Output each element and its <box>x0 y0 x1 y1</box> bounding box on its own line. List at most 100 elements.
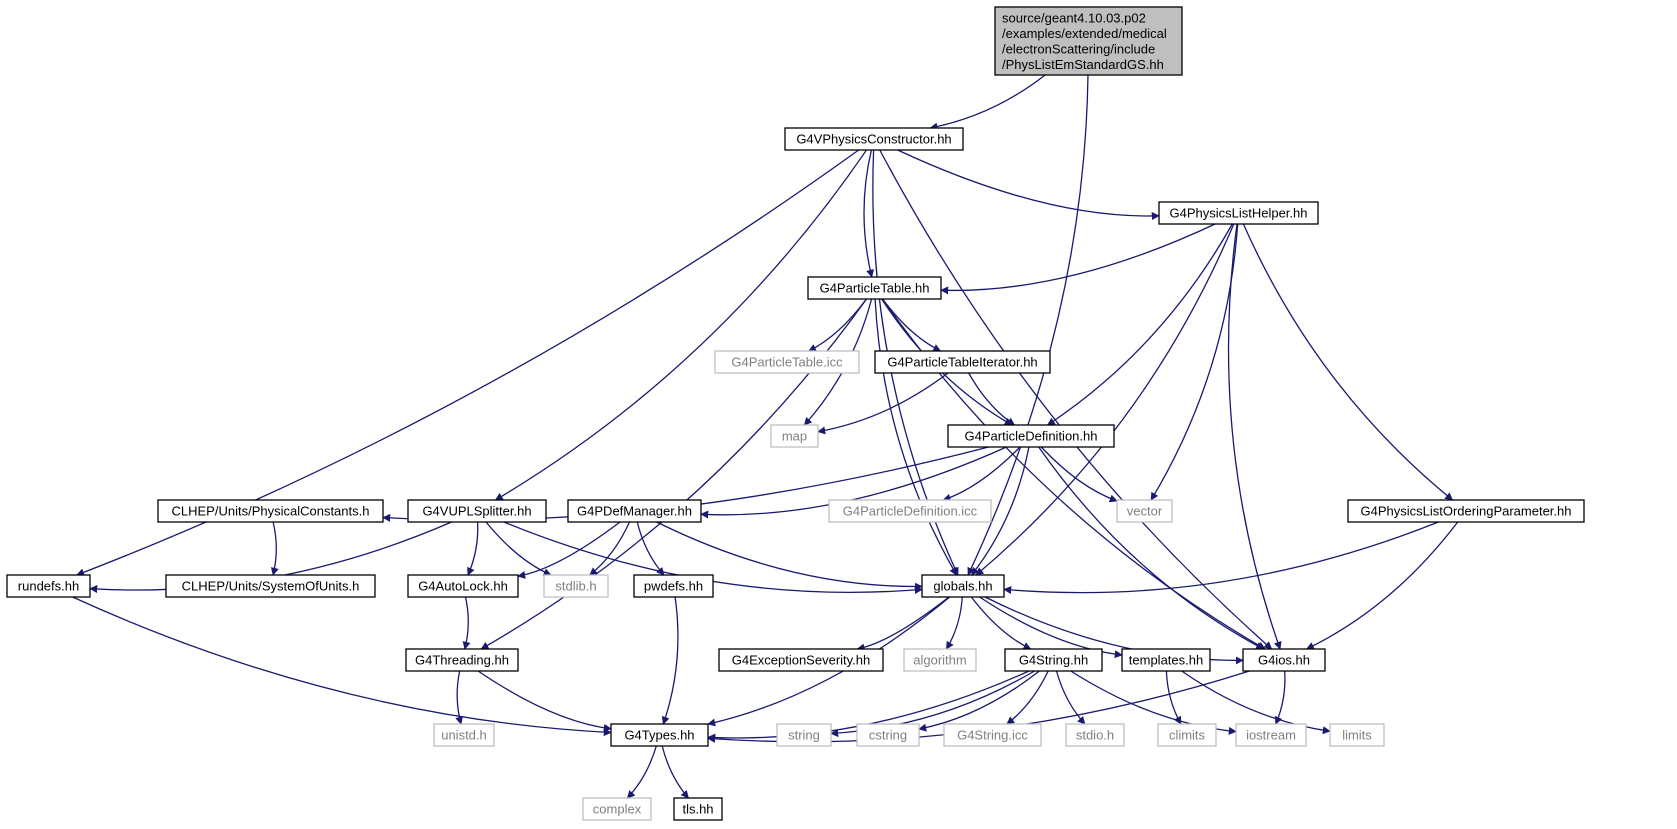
node-box <box>718 648 884 672</box>
edge-line <box>270 521 279 576</box>
edge-pdefmgr-to-pwdefs <box>636 521 665 576</box>
node-label: G4ParticleDefinition.icc <box>843 504 978 519</box>
edge-plhelper-to-vector <box>1150 223 1239 501</box>
node-label: string <box>788 728 820 743</box>
edge-plhelper-to-g4ios <box>1227 223 1282 650</box>
edge-pwdefs-to-g4types <box>661 596 679 725</box>
node-pdefin_icc: G4ParticleDefinition.icc <box>828 499 992 523</box>
node-label: limits <box>1342 728 1372 743</box>
edge-line <box>856 596 950 652</box>
node-vphys[interactable]: G4VPhysicsConstructor.hh <box>784 127 964 151</box>
edge-pdefmgr-to-globals <box>656 521 923 591</box>
node-box <box>828 499 992 523</box>
node-cstring: cstring <box>856 723 920 747</box>
node-pdef[interactable]: G4ParticleDefinition.hh <box>947 424 1115 448</box>
node-autolock[interactable]: G4AutoLock.hh <box>407 574 519 598</box>
edge-plhelper-to-globals <box>975 223 1235 576</box>
node-label: stdlib.h <box>555 579 596 594</box>
edge-g4types-to-complex <box>626 745 657 799</box>
node-box <box>1242 648 1326 672</box>
edge-ptable-to-ptiter <box>882 298 942 352</box>
node-label: map <box>782 429 807 444</box>
edge-line <box>945 596 963 650</box>
edge-line <box>467 521 479 576</box>
node-pdefmgr[interactable]: G4PDefManager.hh <box>567 499 702 523</box>
node-label: G4Types.hh <box>624 728 694 743</box>
node-templates[interactable]: templates.hh <box>1121 648 1211 672</box>
node-box <box>433 723 495 747</box>
edge-line <box>1150 223 1239 501</box>
node-threading[interactable]: G4Threading.hh <box>405 648 519 672</box>
node-label: pwdefs.hh <box>644 579 703 594</box>
edge-vphys-to-vupl <box>494 149 868 501</box>
edge-globals-to-templates <box>979 596 1123 659</box>
node-excsev[interactable]: G4ExceptionSeverity.hh <box>718 648 884 672</box>
edge-line <box>929 74 1046 131</box>
node-ptiter[interactable]: G4ParticleTableIterator.hh <box>874 350 1051 374</box>
node-clhepunits[interactable]: CLHEP/Units/SystemOfUnits.h <box>165 574 376 598</box>
edge-templates-to-limits <box>1181 670 1331 735</box>
node-label: G4VUPLSplitter.hh <box>422 504 531 519</box>
edge-line <box>636 521 665 576</box>
node-label: G4ParticleTable.icc <box>731 355 843 370</box>
edge-plhelper-to-ptable <box>940 223 1216 295</box>
node-box <box>994 6 1183 76</box>
edge-line <box>76 149 860 577</box>
node-label: G4ios.hh <box>1258 653 1310 668</box>
node-pwdefs[interactable]: pwdefs.hh <box>633 574 714 598</box>
node-label: G4Threading.hh <box>415 653 509 668</box>
edge-line <box>918 670 1040 732</box>
edge-globals-to-excsev <box>856 596 950 652</box>
node-label: templates.hh <box>1129 653 1203 668</box>
node-string: string <box>776 723 832 747</box>
edge-line <box>817 372 949 435</box>
node-map: map <box>770 424 819 448</box>
node-g4types[interactable]: G4Types.hh <box>610 723 709 747</box>
edge-line <box>971 446 1030 576</box>
node-label: CLHEP/Units/SystemOfUnits.h <box>182 579 360 594</box>
node-ptable[interactable]: G4ParticleTable.hh <box>807 276 942 300</box>
edge-ordering-to-globals <box>1003 521 1439 594</box>
edge-line <box>1274 670 1286 725</box>
edge-ptiter-to-map <box>817 372 949 435</box>
node-ordering[interactable]: G4PhysicsListOrderingParameter.hh <box>1347 499 1585 523</box>
node-g4stringicc: G4String.icc <box>943 723 1042 747</box>
edge-ptiter-to-pdef <box>968 372 1016 426</box>
node-label: iostream <box>1246 728 1296 743</box>
node-clhepconst[interactable]: CLHEP/Units/PhysicalConstants.h <box>157 499 384 523</box>
edge-line <box>979 596 1123 659</box>
edge-vupl-to-stdlib <box>485 521 552 576</box>
edge-g4string-to-stdio <box>1055 670 1086 725</box>
node-rundefs[interactable]: rundefs.hh <box>6 574 91 598</box>
node-label: G4VPhysicsConstructor.hh <box>796 132 951 147</box>
edge-line <box>455 670 464 725</box>
node-vupl[interactable]: G4VUPLSplitter.hh <box>407 499 547 523</box>
node-algorithm: algorithm <box>903 648 977 672</box>
edge-line <box>968 372 1016 426</box>
node-stdlib: stdlib.h <box>543 574 609 598</box>
node-box <box>943 723 1042 747</box>
node-unistd: unistd.h <box>433 723 495 747</box>
node-box <box>567 499 702 523</box>
node-label: vector <box>1127 504 1163 519</box>
node-box <box>714 350 860 374</box>
edge-pdef-to-globals <box>971 446 1030 576</box>
edge-line <box>462 596 471 650</box>
edge-line <box>967 74 1089 576</box>
node-plhelper[interactable]: G4PhysicsListHelper.hh <box>1158 201 1319 225</box>
edge-vphys-to-plhelper <box>897 149 1160 221</box>
node-limits: limits <box>1329 723 1385 747</box>
node-g4string[interactable]: G4String.hh <box>1004 648 1103 672</box>
edge-line <box>1227 223 1282 650</box>
node-box <box>856 723 920 747</box>
edge-g4string-to-iostream <box>1070 670 1237 735</box>
node-label: G4AutoLock.hh <box>418 579 508 594</box>
edge-ptable-to-globals <box>874 298 958 576</box>
node-label: source/geant4.10.03.p02 <box>1002 10 1146 25</box>
node-g4ios[interactable]: G4ios.hh <box>1242 648 1326 672</box>
node-tls[interactable]: tls.hh <box>673 797 723 821</box>
node-globals[interactable]: globals.hh <box>921 574 1005 598</box>
edge-line <box>72 596 612 737</box>
node-box <box>1329 723 1385 747</box>
